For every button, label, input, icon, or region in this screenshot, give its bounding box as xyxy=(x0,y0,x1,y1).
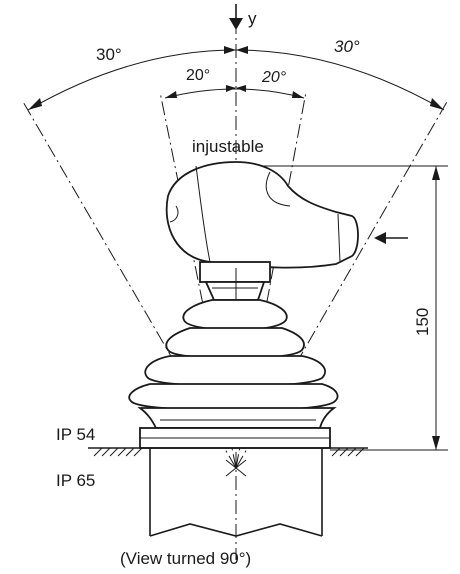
dim-arrow-top xyxy=(432,166,440,180)
ip-upper-label: IP 54 xyxy=(56,425,95,444)
ray-outer-left xyxy=(21,99,237,469)
ray-inner-right xyxy=(235,91,307,469)
arc-outer-arrow-left xyxy=(28,98,42,110)
ip-lower-label: IP 65 xyxy=(56,471,95,490)
arc-inner-arrow-mid-r xyxy=(236,85,246,92)
arc-inner-arrow-mid-l xyxy=(226,85,236,92)
angle-outer-left-label: 30° xyxy=(96,45,122,64)
pivot-point xyxy=(225,459,247,477)
arc-outer-arrow-mid-l xyxy=(224,46,236,54)
angle-outer-right-label: 30° xyxy=(334,37,360,56)
dim-arrow-bottom xyxy=(432,436,440,450)
arc-outer-arrow-mid-r xyxy=(236,46,248,54)
grip-neck xyxy=(199,261,271,283)
angle-inner-left-label: 20° xyxy=(186,67,210,84)
ray-inner-left xyxy=(159,91,237,469)
top-note-label: injustable xyxy=(192,137,264,156)
arc-inner-arrow-right xyxy=(292,91,304,98)
arc-outer-arrow-right xyxy=(430,98,444,110)
grip-neck-lower xyxy=(204,281,266,301)
arc-inner xyxy=(164,88,305,99)
angle-inner-right-label: 20° xyxy=(261,69,287,86)
height-dim-label: 150 xyxy=(413,308,432,336)
caption-label: (View turned 90°) xyxy=(120,549,251,568)
panel-surface xyxy=(88,447,368,457)
arrow-left-icon xyxy=(374,232,408,244)
lower-housing xyxy=(149,448,323,537)
arc-inner-arrow-left xyxy=(165,91,177,98)
joystick-grip xyxy=(165,161,359,269)
arrow-down-icon xyxy=(229,4,243,30)
axis-y-label: y xyxy=(248,9,257,28)
rubber-boot xyxy=(128,299,339,429)
